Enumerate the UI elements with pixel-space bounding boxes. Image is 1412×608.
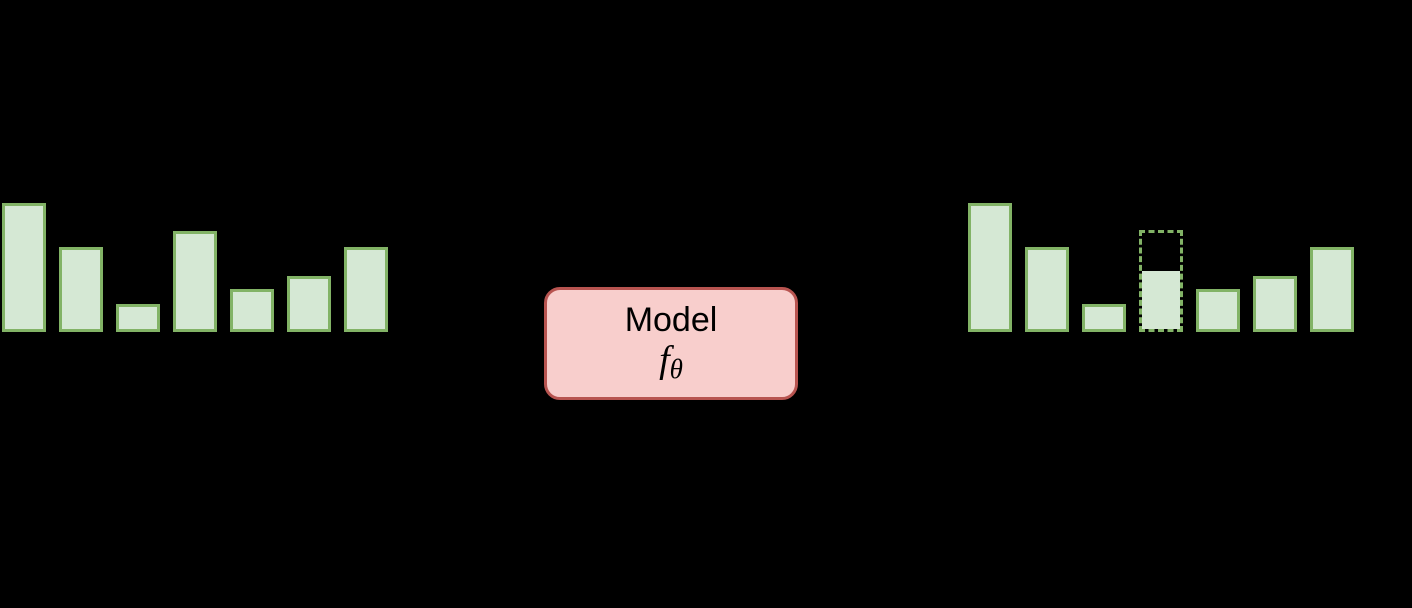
input-bar-chart: [2, 203, 388, 332]
bar: [1310, 247, 1354, 332]
formula-subscript-theta: θ: [669, 353, 683, 384]
masked-bar-fill: [1142, 271, 1180, 329]
bar: [230, 289, 274, 332]
bar: [968, 203, 1012, 332]
bar: [1196, 289, 1240, 332]
model-formula: fθ: [659, 338, 683, 385]
bar: [1253, 276, 1297, 332]
bar: [116, 304, 160, 332]
bar: [173, 231, 217, 332]
bar: [2, 203, 46, 332]
model-label: Model: [624, 301, 718, 340]
bar: [1082, 304, 1126, 332]
output-bar-chart: [968, 203, 1354, 332]
bar: [344, 247, 388, 332]
formula-symbol-f: f: [659, 338, 670, 381]
masked-bar: [1139, 230, 1183, 332]
bar: [287, 276, 331, 332]
model-box: Model fθ: [544, 287, 798, 400]
bar: [59, 247, 103, 332]
bar: [1025, 247, 1069, 332]
